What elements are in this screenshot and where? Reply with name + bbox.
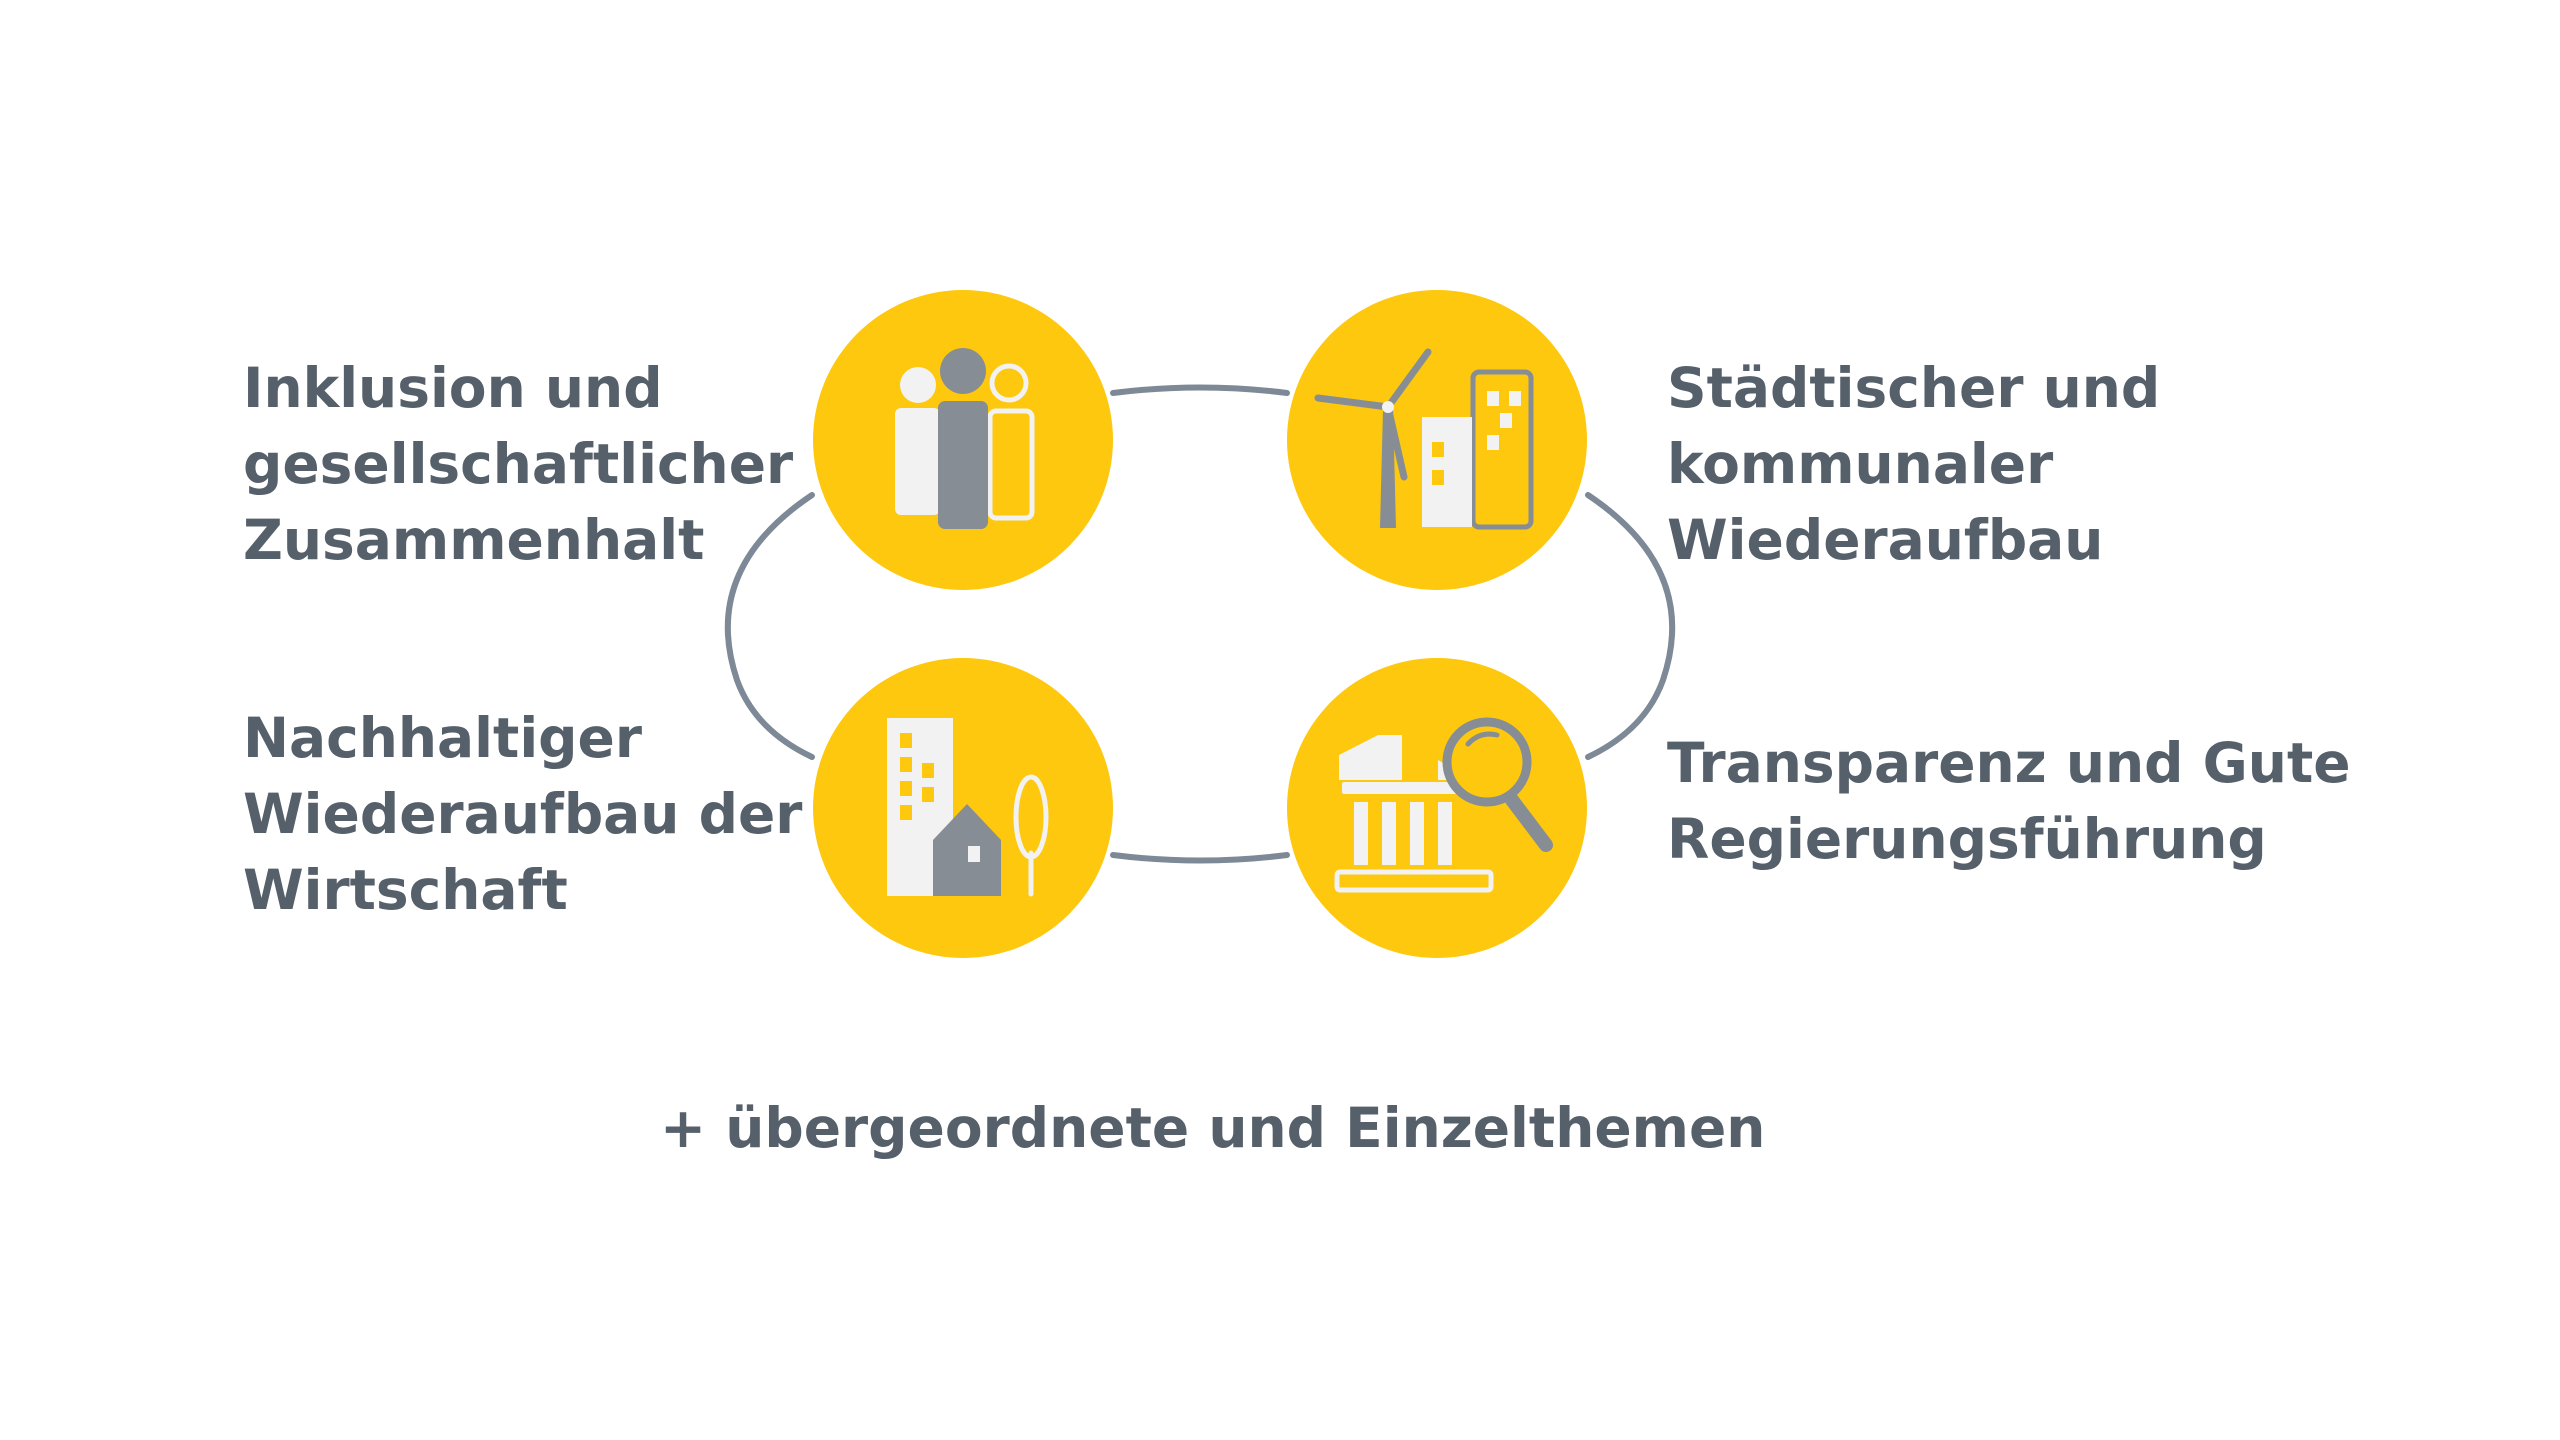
footer-note: + übergeordnete und Einzelthemen xyxy=(660,1096,1766,1160)
topic-label-governance: Transparenz und Gute Regierungsführung xyxy=(1667,725,2351,877)
topic-circle-economy xyxy=(813,658,1113,958)
topic-label-line: Wiederaufbau xyxy=(1667,508,2104,572)
topic-circle-governance xyxy=(1287,658,1587,958)
topic-label-line: Wirtschaft xyxy=(243,858,568,922)
connector-bottom xyxy=(1110,852,1290,864)
topic-label-line: Wiederaufbau der xyxy=(243,782,803,846)
topic-label-economy: Nachhaltiger Wiederaufbau der Wirtschaft xyxy=(243,700,802,928)
connector-left xyxy=(724,492,815,760)
topic-label-line: gesellschaftlicher xyxy=(243,432,794,496)
topic-circle-urban xyxy=(1287,290,1587,590)
people-group-icon xyxy=(895,348,1035,529)
topic-label-line: Zusammenhalt xyxy=(243,508,705,572)
topic-label-urban: Städtischer und kommunaler Wiederaufbau xyxy=(1667,350,2160,578)
topic-circle-inclusion xyxy=(813,290,1113,590)
building-house-tree-icon xyxy=(887,718,1049,897)
connector-right xyxy=(1585,492,1676,760)
topic-label-line: Inklusion und xyxy=(243,356,663,420)
topic-label-line: Transparenz und Gute xyxy=(1667,731,2351,795)
topic-label-inclusion: Inklusion und gesellschaftlicher Zusamme… xyxy=(243,350,793,578)
topic-label-line: Städtischer und xyxy=(1667,356,2161,420)
institution-magnifier-icon xyxy=(1333,717,1553,893)
topic-label-line: Nachhaltiger xyxy=(243,706,642,770)
connector-top xyxy=(1110,384,1290,396)
wind-turbine-buildings-icon xyxy=(1314,348,1534,530)
topic-label-line: kommunaler xyxy=(1667,432,2054,496)
connector-ring xyxy=(724,384,1676,864)
topic-label-line: Regierungsführung xyxy=(1667,807,2267,871)
